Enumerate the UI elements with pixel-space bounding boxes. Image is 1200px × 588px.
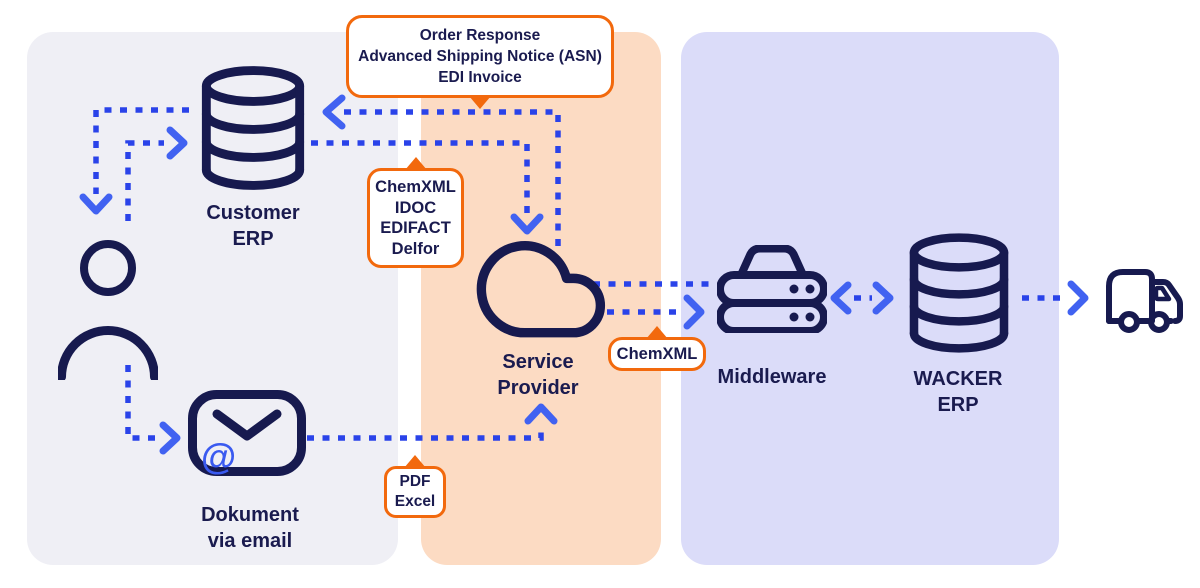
chemxml-callout: ChemXML [608,326,706,371]
arrow-wacker-to-truck [1022,280,1089,316]
wacker-erp-label-line1: WACKER [913,368,1003,390]
order-response-line2: Advanced Shipping Notice (ASN) [358,48,602,65]
pdf-excel-line1: PDF [399,473,431,490]
arrow-person-to-email [125,365,181,455]
arrow-erp-to-person [79,107,189,215]
email-label: Dokument via email [160,502,340,554]
service-provider-zone-panel [421,32,661,565]
customer-erp-label: Customer ERP [173,200,333,252]
truck-icon [1103,260,1187,338]
email-label-line1: Dokument [201,504,299,526]
customer-erp-label-line1: Customer [206,202,300,224]
at-symbol: @ [201,436,236,476]
person-icon [58,240,158,380]
wacker-erp-label-line2: ERP [937,394,979,416]
chemxml-label: ChemXML [616,345,698,363]
arrow-person-to-erp [125,126,188,221]
service-provider-label: Service Provider [448,349,628,401]
arrow-erp-to-cloud [311,140,544,235]
email-label-line2: via email [207,530,293,552]
erp-formats-line2: IDOC [394,198,437,217]
pdf-excel-callout: PDF Excel [384,455,446,518]
wacker-erp-database-icon [905,232,1013,354]
callout-pointer-up [404,157,427,170]
middleware-server-icon [717,245,827,333]
order-response-line1: Order Response [419,27,541,44]
email-icon: @ [188,390,306,476]
order-response-callout: Order Response Advanced Shipping Notice … [346,15,614,109]
arrow-middleware-wacker-bidirectional [830,281,894,315]
erp-formats-line3: EDIFACT [380,219,451,237]
erp-formats-callout: ChemXML IDOC EDIFACT Delfor [367,157,464,268]
middleware-label-line1: Middleware [717,366,827,388]
service-provider-cloud-icon [476,224,606,339]
callout-pointer-up [404,455,426,468]
arrow-cloud-to-middleware [607,294,705,330]
pdf-excel-line2: Excel [394,493,436,510]
arrow-email-to-cloud [307,403,558,441]
wacker-erp-label: WACKER ERP [868,366,1048,418]
service-provider-label-line2: Provider [497,377,579,399]
erp-formats-line4: Delfor [391,239,440,258]
erp-formats-line1: ChemXML [375,178,456,196]
customer-erp-database-icon [197,64,309,192]
arrow-cloud-to-erp [322,94,561,246]
order-response-line3: EDI Invoice [438,69,522,86]
customer-erp-label-line2: ERP [232,228,274,250]
callout-pointer-up [646,326,668,339]
callout-pointer-down [469,96,491,109]
middleware-label: Middleware [682,364,862,390]
service-provider-label-line1: Service [502,351,574,373]
